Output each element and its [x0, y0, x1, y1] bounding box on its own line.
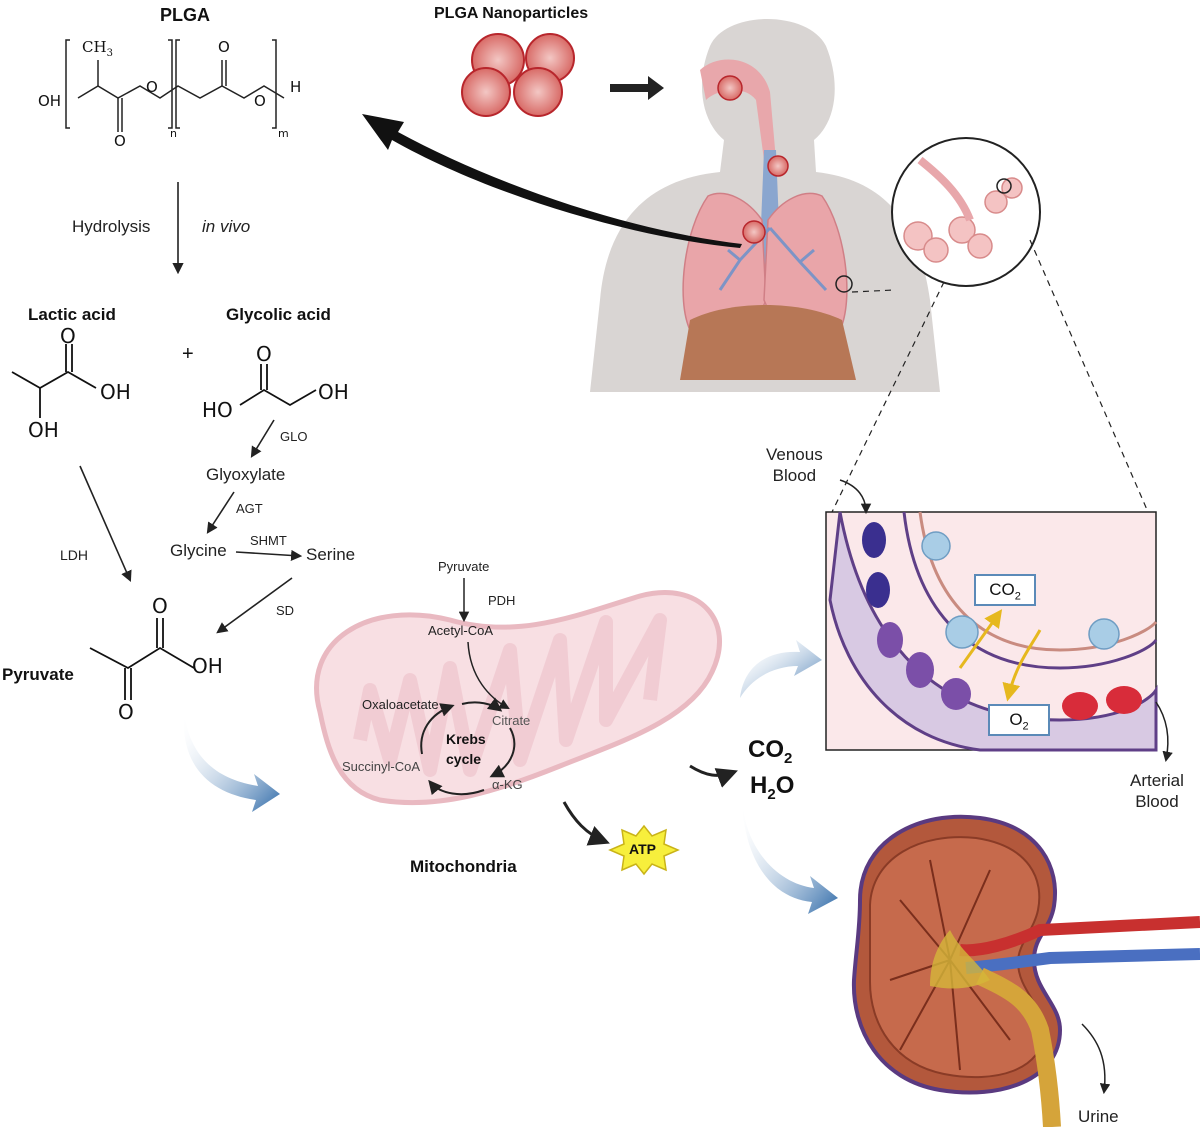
- o2-box: O2: [988, 704, 1050, 736]
- plga-o-carbonyl-1: O: [114, 132, 126, 150]
- krebs-cycle-arrow-4: [461, 697, 503, 712]
- lactic-oh-bottom-label: OH: [28, 418, 59, 442]
- nanoparticle-to-body-arrow: [610, 76, 664, 100]
- glycolic-acid-structure: [239, 364, 317, 407]
- acetyl-coa-label: Acetyl-CoA: [428, 623, 494, 638]
- degradation-arrow: [362, 114, 742, 248]
- krebs-cycle-line-1: Krebs: [446, 731, 486, 747]
- plga-ch3-label: CH3: [82, 38, 113, 59]
- mitochondria-illustration: [314, 590, 723, 806]
- acetyl-to-citrate-arrow: [467, 641, 510, 710]
- product-co2: CO2: [748, 736, 793, 767]
- in-vivo-label: in vivo: [202, 217, 251, 236]
- kidney-illustration: [851, 814, 1200, 1127]
- to-products-arrow: [689, 764, 738, 788]
- agt-enzyme: AGT: [236, 501, 263, 516]
- oxaloacetate-label: Oxaloacetate: [362, 697, 439, 712]
- blue-flow-arrows: [183, 640, 838, 914]
- ldh-enzyme: LDH: [60, 547, 89, 563]
- glo-arrow: [250, 419, 275, 458]
- plga-o-carbonyl-2: O: [218, 38, 230, 56]
- krebs-cycle-arrow-3: [420, 703, 455, 755]
- urine-label: Urine: [1078, 1107, 1119, 1126]
- glycolic-oh-label: OH: [318, 380, 349, 404]
- capillary-panel: [825, 511, 1158, 752]
- atp-label: ATP: [629, 841, 656, 857]
- atp-star: [608, 824, 680, 876]
- glycolic-o-label: O: [256, 342, 272, 366]
- krebs-cycle-line-2: cycle: [446, 751, 482, 767]
- glyoxylate-label: Glyoxylate: [206, 465, 286, 484]
- krebs-cycle-arrow-2: [428, 779, 485, 796]
- agt-arrow: [206, 491, 235, 534]
- pyruvate-o-bottom: O: [118, 700, 134, 724]
- to-atp-arrow: [562, 801, 610, 846]
- sd-enzyme: SD: [276, 603, 295, 618]
- plga-o-link-1: O: [146, 78, 158, 96]
- plga-m-subscript: m: [278, 127, 289, 140]
- krebs-cycle-arrows: [489, 727, 516, 778]
- succinyl-coa-label: Succinyl-CoA: [342, 759, 421, 774]
- glo-enzyme: GLO: [280, 429, 308, 444]
- pyruvate-title: Pyruvate: [2, 665, 74, 684]
- nanoparticles-title: PLGA Nanoparticles: [434, 5, 589, 22]
- co2-box: CO2: [974, 574, 1036, 606]
- glycine-label: Glycine: [170, 541, 227, 560]
- lactic-acid-title: Lactic acid: [28, 305, 116, 324]
- plga-oh-label: OH: [38, 92, 62, 110]
- pyruvate-oh-label: OH: [192, 654, 223, 678]
- mitochondria-title: Mitochondria: [410, 857, 517, 876]
- glycolic-acid-title: Glycolic acid: [226, 305, 331, 324]
- akg-label: α-KG: [492, 777, 523, 792]
- lactic-oh-label: OH: [100, 380, 131, 404]
- alveolus-zoom: [835, 137, 1041, 293]
- hydrolysis-label: Hydrolysis: [72, 217, 151, 236]
- nanoparticle-cluster: [461, 33, 575, 117]
- ldh-arrow: [79, 465, 132, 583]
- krebs-pyruvate-label: Pyruvate: [438, 559, 490, 574]
- urine-arrow: [1081, 1023, 1111, 1095]
- shmt-enzyme: SHMT: [250, 533, 287, 548]
- shmt-arrow: [235, 549, 303, 562]
- pdh-enzyme: PDH: [488, 593, 516, 608]
- serine-label: Serine: [306, 545, 356, 564]
- arterial-arrow: [1155, 701, 1173, 763]
- citrate-label: Citrate: [492, 713, 531, 728]
- zoom-guide-lines: [831, 239, 1149, 513]
- plga-h-label: H: [290, 78, 302, 96]
- product-h2o: H2O: [750, 772, 795, 803]
- pyruvate-o-top: O: [152, 594, 168, 618]
- plga-title: PLGA: [160, 5, 211, 25]
- venous-arrow: [839, 479, 872, 515]
- human-body-illustration: [590, 19, 940, 392]
- plga-n-subscript: n: [170, 127, 177, 140]
- glycolic-ho-label: HO: [202, 398, 233, 422]
- nanoparticles-in-body: [717, 75, 789, 244]
- lactic-acid-structure: [11, 344, 97, 418]
- plga-o-link-2: O: [254, 92, 266, 110]
- sd-arrow: [216, 577, 293, 634]
- pyruvate-structure: [89, 618, 195, 700]
- lactic-o-label: O: [60, 324, 76, 348]
- plus-sign: +: [182, 343, 194, 365]
- plga-structure: [65, 39, 285, 132]
